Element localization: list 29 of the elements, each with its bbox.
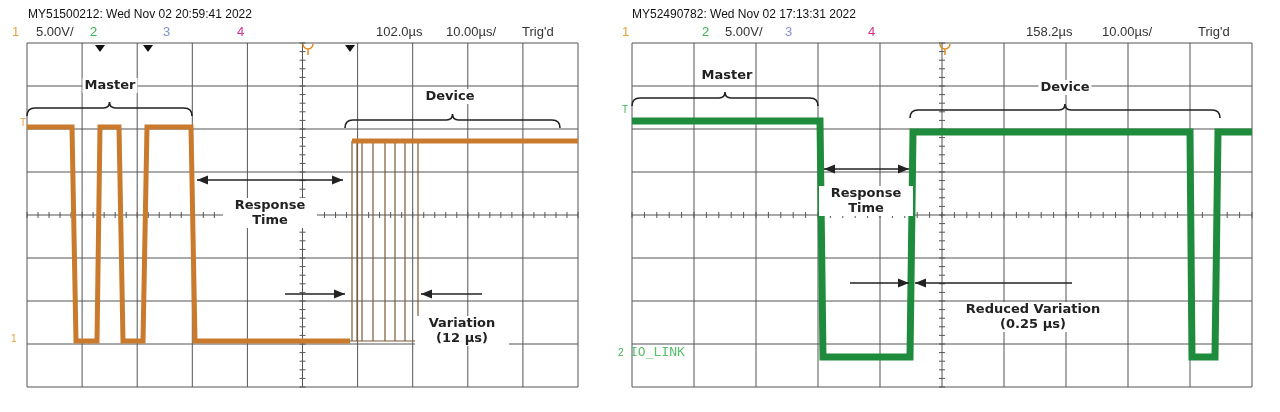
channel-label: IO_LINK (630, 345, 685, 360)
scale-value: 5.00V/ (725, 25, 763, 40)
channel-number: 3 (785, 25, 793, 40)
channel-number: 2 (90, 25, 98, 40)
annotation-label: Master (82, 78, 138, 93)
trigger-level-marker: T (20, 117, 27, 129)
trigger-level-marker: T (622, 104, 629, 116)
time-offset: 158.2µs (1026, 25, 1073, 40)
time-scale: 10.00µs/ (446, 25, 497, 40)
annotation-label: Variation (12 µs) (415, 316, 509, 346)
trigger-status: Trig'd (1198, 25, 1230, 40)
scale-value: 5.00V/ (36, 25, 74, 40)
channel-number: 2 (618, 347, 624, 359)
time-offset: 102.0µs (376, 25, 423, 40)
header-text: MY51500212: Wed Nov 02 20:59:41 2022 (28, 8, 252, 22)
channel-number: 4 (237, 25, 245, 40)
annotation-label: Response Time (819, 186, 913, 216)
channel-number: 1 (622, 25, 630, 40)
trigger-status: Trig'd (522, 25, 554, 40)
channel-number: 2 (702, 25, 710, 40)
channel-number: 4 (868, 25, 876, 40)
time-scale: 10.00µs/ (1102, 25, 1153, 40)
channel-number: 1 (12, 25, 20, 40)
annotation-label: Device (423, 89, 477, 104)
channel-number: 1 (11, 333, 17, 345)
annotation-label: Device (1038, 80, 1092, 95)
header-text: MY52490782: Wed Nov 02 17:13:31 2022 (632, 8, 856, 22)
channel-number: 3 (163, 25, 171, 40)
annotation-label: Response Time (223, 198, 317, 228)
